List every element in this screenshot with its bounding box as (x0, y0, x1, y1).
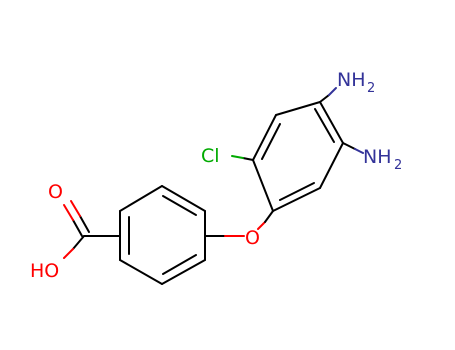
aminophenyl-ring (252, 101, 344, 212)
bond (328, 87, 337, 96)
bond (264, 210, 274, 223)
chlorine-label: Cl (201, 145, 220, 167)
bond (119, 185, 163, 212)
bond (342, 142, 356, 150)
carbonyl-oxygen-label: O (48, 181, 63, 203)
bond (119, 259, 163, 285)
bond (72, 235, 85, 250)
amino-group-top-subscript: 2 (367, 81, 375, 96)
bond (272, 187, 321, 212)
bond (275, 101, 321, 116)
bond (63, 248, 74, 259)
bond (319, 142, 344, 189)
bond (161, 185, 206, 212)
bond (161, 259, 206, 285)
carboxyl-group (63, 200, 121, 259)
double-bond-inner (162, 254, 197, 275)
bond (70, 200, 81, 217)
benzoic-ring (119, 185, 206, 285)
bond (319, 94, 330, 103)
bond (242, 157, 254, 161)
amino-group-right-label: NH (363, 146, 392, 168)
bond (319, 101, 344, 144)
bond (79, 215, 90, 233)
double-bond-inner (314, 108, 335, 143)
ether-oxygen-label: O (245, 227, 260, 249)
double-bond-inner (279, 182, 315, 201)
amino-group-right-subscript: 2 (394, 158, 402, 173)
bond (252, 114, 277, 161)
bond (252, 159, 274, 212)
double-bond-inner (261, 123, 281, 160)
bond (72, 219, 83, 237)
bond (354, 148, 364, 154)
double-bond-inner (162, 195, 197, 216)
bond (63, 204, 74, 221)
amino-group-top-label: NH (337, 69, 366, 91)
substituent-bonds (231, 87, 364, 161)
bond (257, 221, 266, 230)
ether-bridge (204, 210, 274, 237)
hydroxyl-label: HO (30, 260, 59, 282)
bond (231, 155, 244, 159)
